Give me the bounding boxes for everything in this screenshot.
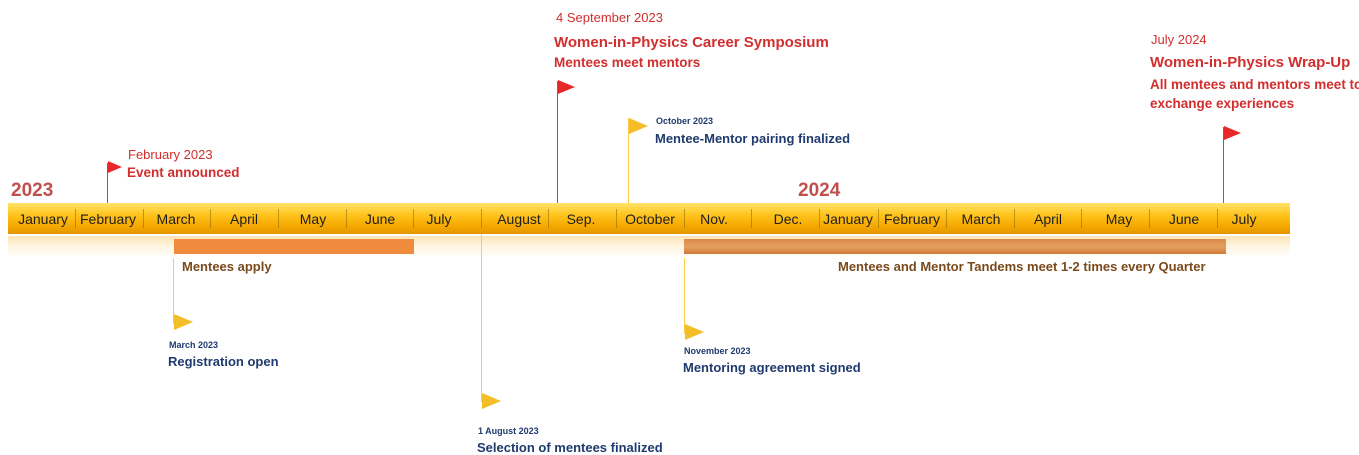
- month-separator: [946, 209, 947, 228]
- month-label: May: [299, 211, 327, 227]
- yellow-flag-icon: [482, 393, 501, 409]
- milestone-line: [684, 258, 685, 334]
- event-title: Mentoring agreement signed: [683, 360, 861, 375]
- milestone-line: [1223, 127, 1224, 203]
- event-subtitle: Mentees meet mentors: [554, 55, 701, 70]
- month-label: January: [823, 211, 873, 227]
- month-label: July: [1231, 211, 1257, 227]
- event-detail-line: exchange experiences: [1150, 96, 1295, 111]
- event-title: Women-in-Physics Wrap-Up: [1150, 54, 1351, 71]
- yellow-flag-icon: [629, 118, 648, 134]
- event-detail-line: All mentees and mentors meet to: [1150, 77, 1359, 92]
- event-date: November 2023: [684, 346, 751, 356]
- red-flag-icon: [108, 161, 122, 173]
- month-label: June: [364, 211, 396, 227]
- month-separator: [878, 209, 879, 228]
- month-separator: [1081, 209, 1082, 228]
- month-separator: [1217, 209, 1218, 228]
- milestone-line: [557, 81, 558, 203]
- month-separator: [751, 209, 752, 228]
- month-label: July: [426, 211, 452, 227]
- event-date: February 2023: [128, 147, 213, 162]
- event-title: Selection of mentees finalized: [477, 440, 663, 455]
- timeline-bar: [8, 203, 1290, 234]
- milestone-line: [481, 234, 482, 402]
- month-label: Dec.: [773, 211, 803, 227]
- month-label: April: [1033, 211, 1063, 227]
- month-separator: [616, 209, 617, 228]
- year-label-2023: 2023: [11, 180, 54, 201]
- phase-label-tandems: Mentees and Mentor Tandems meet 1-2 time…: [838, 259, 1206, 274]
- month-separator: [346, 209, 347, 228]
- event-title: Registration open: [168, 354, 279, 369]
- month-separator: [684, 209, 685, 228]
- event-title: Event announced: [127, 165, 240, 180]
- phase-bar-apply: [174, 239, 414, 254]
- month-label: Sep.: [566, 211, 596, 227]
- event-date: 1 August 2023: [478, 426, 539, 436]
- yellow-flag-icon: [174, 314, 193, 330]
- month-label: February: [883, 211, 941, 227]
- month-label: March: [961, 211, 1001, 227]
- month-separator: [548, 209, 549, 228]
- event-title: Mentee-Mentor pairing finalized: [655, 131, 851, 146]
- phase-bar-tandems: [684, 239, 1226, 254]
- event-title: Women-in-Physics Career Symposium: [554, 34, 829, 51]
- month-label: October: [625, 211, 675, 227]
- yellow-flag-icon: [685, 324, 704, 340]
- event-date: July 2024: [1151, 32, 1207, 47]
- red-flag-icon: [1224, 126, 1241, 140]
- month-separator: [413, 209, 414, 228]
- event-date: 4 September 2023: [556, 10, 663, 25]
- month-separator: [210, 209, 211, 228]
- event-date: October 2023: [656, 116, 714, 126]
- phase-label-apply: Mentees apply: [182, 259, 272, 274]
- year-label-2024: 2024: [798, 180, 841, 201]
- month-label: August: [497, 211, 541, 227]
- event-date: March 2023: [169, 340, 219, 350]
- month-separator: [278, 209, 279, 228]
- month-label: June: [1168, 211, 1200, 227]
- month-label: Nov.: [700, 211, 728, 227]
- month-separator: [1149, 209, 1150, 228]
- milestone-line: [107, 163, 108, 203]
- month-label: March: [156, 211, 196, 227]
- month-separator: [481, 209, 482, 228]
- milestone-line: [628, 118, 629, 203]
- month-label: February: [79, 211, 137, 227]
- milestone-line: [173, 258, 174, 324]
- month-separator: [1014, 209, 1015, 228]
- month-separator: [75, 209, 76, 228]
- month-separator: [819, 209, 820, 228]
- month-label: January: [18, 211, 68, 227]
- month-separator: [143, 209, 144, 228]
- month-label: April: [229, 211, 259, 227]
- red-flag-icon: [558, 80, 575, 94]
- month-label: May: [1105, 211, 1133, 227]
